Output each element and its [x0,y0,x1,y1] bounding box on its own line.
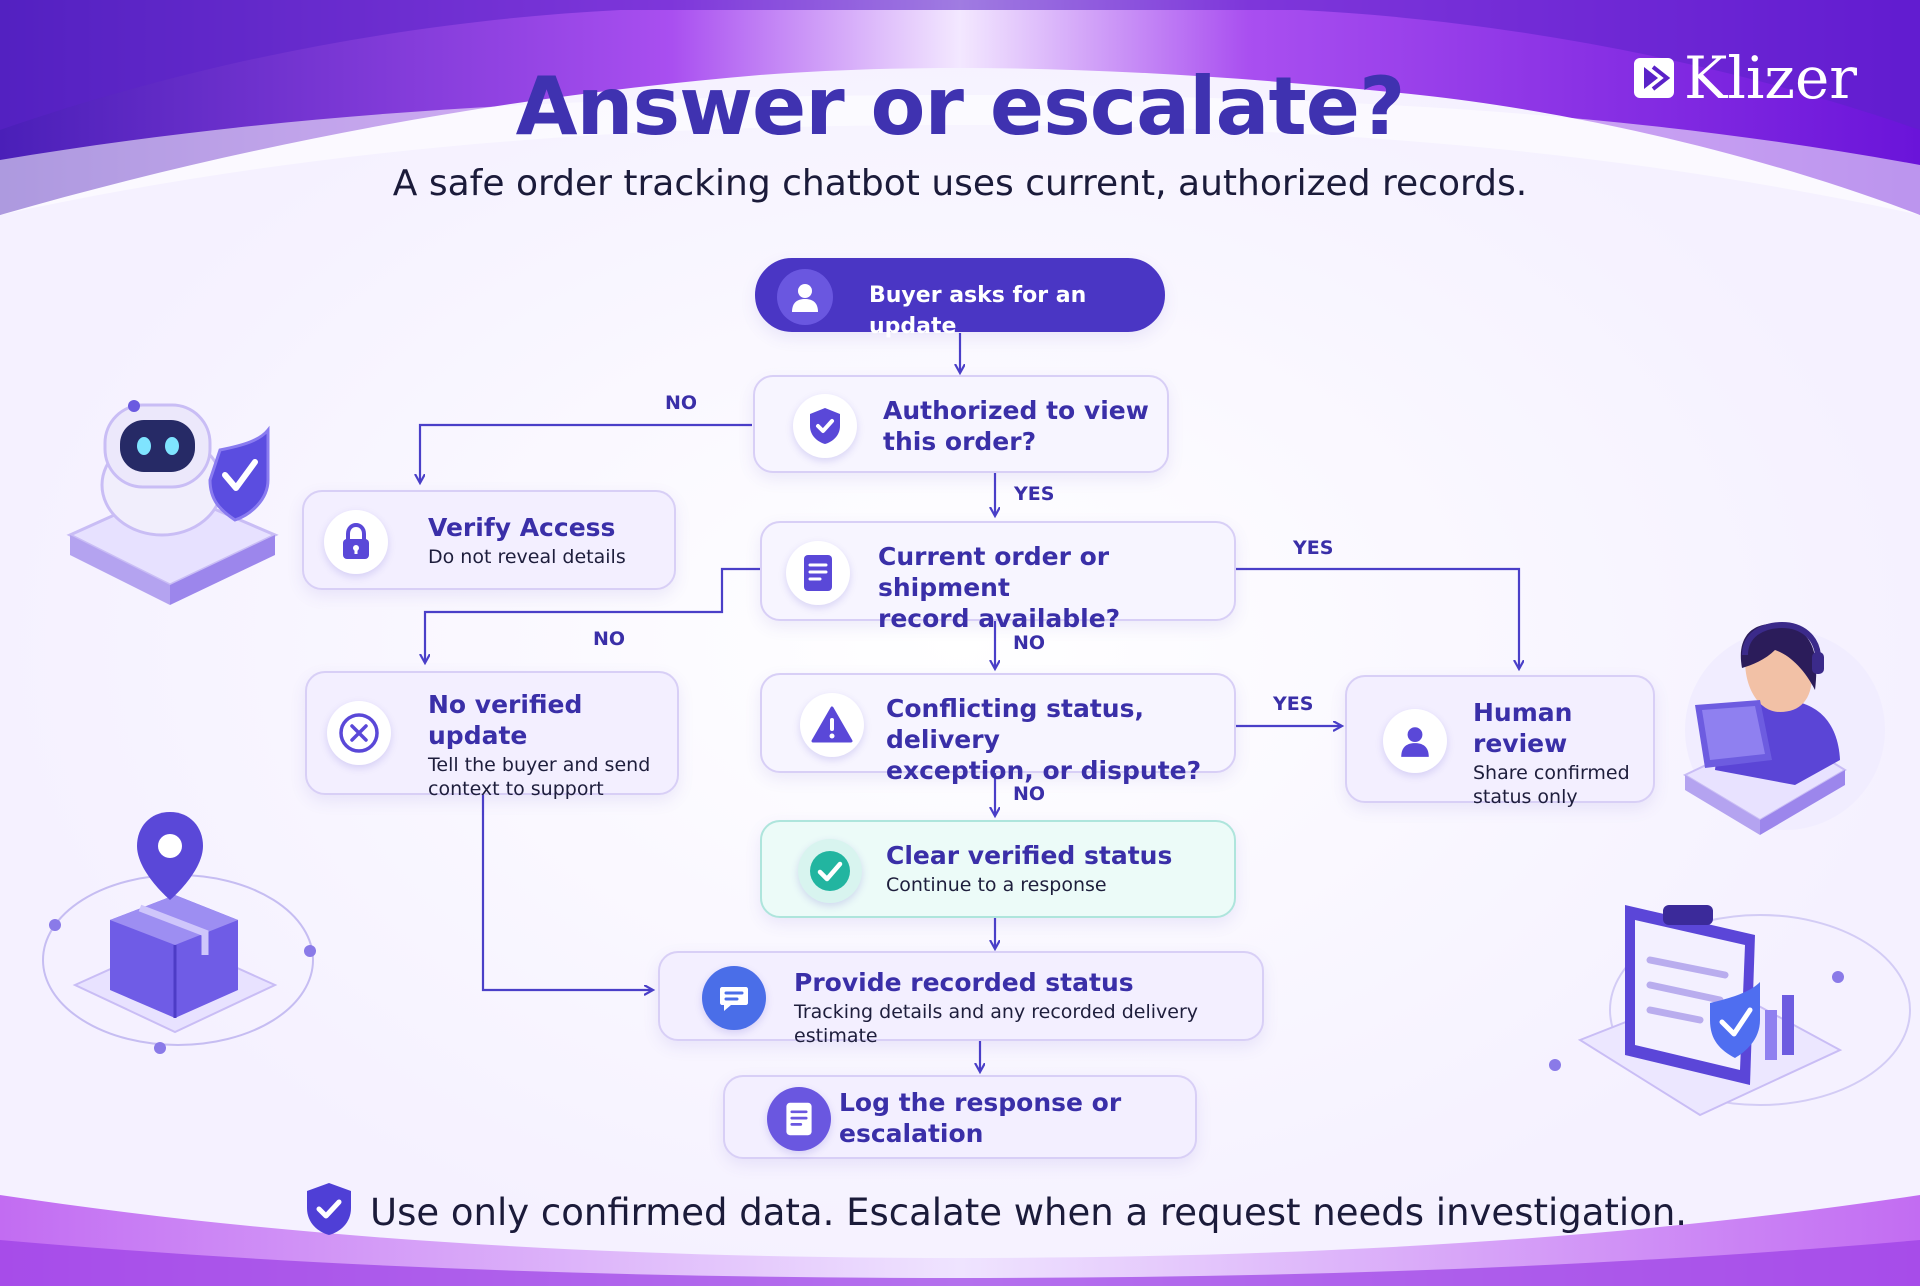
node-no-verified-sub2: context to support [428,778,604,800]
label-conflict-no: NO [1013,783,1046,805]
clipboard-illustration [1549,905,1911,1117]
node-human-review-sub2: status only [1473,786,1578,808]
person-icon [1383,709,1447,773]
arrow-noverified-to-provide [481,795,652,990]
shield-check-icon [793,394,857,458]
node-buyer-asks-title: Buyer asks for an update [869,283,1087,339]
robot-illustration [66,400,279,605]
node-human-review-sub1: Share confirmed [1473,762,1630,784]
node-record-available: Current order or shipment record availab… [760,521,1236,633]
footer-note: Use only confirmed data. Escalate when a… [370,1191,1688,1234]
node-no-verified-sub1: Tell the buyer and send [428,754,651,776]
page-subtitle: A safe order tracking chatbot uses curre… [392,163,1528,204]
person-icon [777,269,833,325]
node-human-review-title: Human review [1473,698,1573,758]
node-authorized: Authorized to view this order? [753,375,1169,473]
x-circle-icon [327,701,391,765]
arrow-record-yes [1235,567,1519,668]
node-verify-access: Verify Access Do not reveal details [302,490,676,590]
lock-icon [324,510,388,574]
node-clear-status-sub: Continue to a response [886,874,1107,896]
page-title: Answer or escalate? [515,60,1406,153]
node-verify-access-title: Verify Access [428,513,616,542]
node-log-line1: Log the response or [839,1088,1122,1117]
label-record-no-down: NO [1013,632,1046,654]
label-auth-yes: YES [1014,483,1055,505]
node-conflicting-status: Conflicting status, delivery exception, … [760,673,1236,785]
check-circle-icon [798,839,862,903]
node-no-verified-title: No verified update [428,690,583,750]
node-log-response: Log the response or escalation [723,1075,1197,1159]
label-auth-no: NO [665,392,698,414]
node-log-line2: escalation [839,1119,984,1148]
node-provide-sub: Tracking details and any recorded delive… [794,1001,1199,1047]
node-buyer-asks: Buyer asks for an update [755,258,1165,339]
label-record-no-left: NO [593,628,626,650]
shield-check-icon [307,1183,351,1235]
node-conflicting-line2: exception, or dispute? [886,756,1202,785]
node-authorized-line1: Authorized to view [883,396,1149,425]
node-authorized-line2: this order? [883,427,1037,456]
package-illustration [42,812,316,1054]
node-verify-access-sub: Do not reveal details [428,546,626,568]
node-record-line2: record available? [878,604,1121,633]
node-human-review: Human review Share confirmed status only [1345,675,1655,808]
node-conflicting-line1: Conflicting status, delivery [886,694,1144,754]
node-clear-verified-status: Clear verified status Continue to a resp… [760,820,1236,918]
agent-illustration [1682,621,1885,835]
node-record-line1: Current order or shipment [878,542,1110,602]
document-icon [767,1087,831,1151]
node-no-verified-update: No verified update Tell the buyer and se… [305,671,679,800]
arrow-record-no-left [425,567,760,662]
brand-logo: Klizer [1634,44,1858,112]
brand-name: Klizer [1684,44,1858,112]
node-provide-recorded-status: Provide recorded status Tracking details… [658,951,1264,1047]
node-clear-status-title: Clear verified status [886,841,1173,870]
brand-mark-icon [1634,58,1674,98]
chat-bubble-icon [702,966,766,1030]
warning-icon [800,693,864,757]
document-icon [786,541,850,605]
label-record-yes: YES [1293,537,1334,559]
label-conflict-yes: YES [1273,693,1314,715]
arrow-auth-no [420,423,752,482]
node-provide-title: Provide recorded status [794,968,1134,997]
